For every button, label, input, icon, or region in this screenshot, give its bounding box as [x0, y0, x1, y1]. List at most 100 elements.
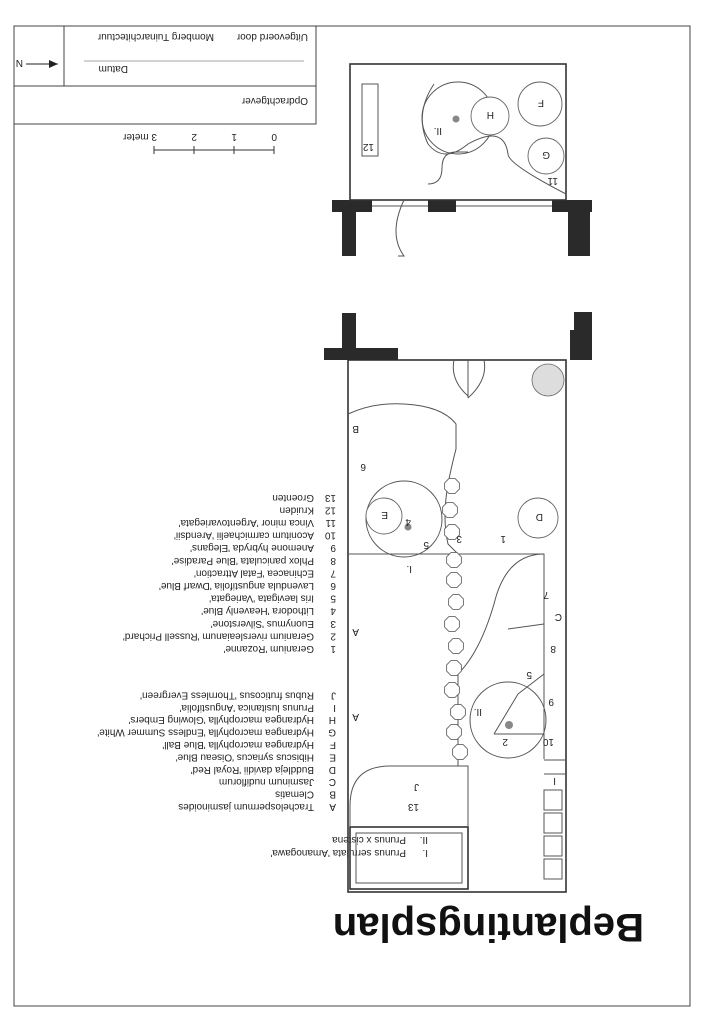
plan-label: 4: [405, 516, 411, 527]
legend-name: Prunus lusitanica 'Angustifolia': [179, 702, 314, 713]
plan-label: G: [542, 149, 550, 160]
plan-label: A: [352, 711, 359, 722]
stepping-stone: [446, 572, 462, 588]
legend-name: Groenten: [272, 492, 314, 503]
legend-name: Phlox paniculata 'Blue Paradise': [172, 555, 314, 566]
plan-label: I: [553, 775, 556, 786]
legend-name: Lithodora 'Heavenly Blue': [201, 605, 314, 616]
legend-tree-name: Prunus x cistena: [332, 834, 406, 845]
legend-name: Aconitum carmichaelii 'Arendsii': [174, 530, 314, 541]
plan-label: C: [555, 611, 562, 622]
scale-tick-3: 3 meter: [122, 131, 157, 142]
plan-label: 10: [542, 736, 554, 747]
stepping-stone: [444, 616, 460, 632]
plan-label: H: [487, 109, 494, 120]
plan-label: D: [536, 511, 543, 522]
legend-name: Jasminum nudiflorum: [219, 776, 314, 787]
stepping-stone: [450, 704, 466, 720]
legend-code: F: [330, 739, 336, 750]
plan-label: A: [352, 626, 359, 637]
legend-tree-code: II.: [420, 834, 428, 845]
stepping-stone: [446, 552, 462, 568]
plan-label: 2: [502, 736, 508, 747]
north-arrow-icon: [26, 60, 58, 68]
plan-label: 13: [407, 801, 419, 812]
legend-name: Rubus fruticosus 'Thornless Evergreen': [140, 689, 314, 700]
stepping-stone: [444, 478, 460, 494]
plan-label: E: [381, 509, 388, 520]
legend-code: 7: [330, 567, 336, 578]
plan-label: II.: [434, 125, 442, 136]
plan-label: J: [414, 781, 419, 792]
legend-code: 8: [330, 555, 336, 566]
stepping-stones: [442, 478, 468, 760]
legend-code: H: [329, 714, 336, 725]
title-block: Opdrachtgever Datum Uitgevoerd door Momb…: [13, 25, 317, 125]
plan-label: B: [352, 423, 359, 434]
legend-name: Euonymus 'Silverstone': [211, 618, 314, 629]
legend-code: E: [329, 751, 336, 762]
legend-perennials: 1 Geranium 'Rozanne' 2 Geranium riversleaia…: [123, 492, 336, 654]
stepping-stone: [446, 660, 462, 676]
legend-name: Buddleja davidii 'Royal Red': [191, 764, 314, 775]
plan-label: 11: [547, 175, 558, 186]
legend-name: Echinacea 'Fatal Attraction': [194, 567, 314, 578]
legend-name: Hibiscus syriacus 'Oiseau Blue': [176, 751, 314, 762]
legend-code: C: [329, 776, 336, 787]
legend-code: B: [329, 789, 336, 800]
legend-name: Geranium 'Rozanne': [223, 643, 314, 654]
legend-code: G: [328, 727, 336, 738]
legend-code: A: [329, 801, 336, 812]
plan-labels: 13 J I 10 2 II. 9 5 8 C 7 A A I. 5 3 1 D…: [352, 97, 562, 812]
legend-code: 5: [330, 593, 336, 604]
legend-code: 2: [330, 630, 336, 641]
plan-label: F: [538, 97, 544, 108]
legend-code: 6: [330, 580, 336, 591]
legend-code: 3: [330, 618, 336, 629]
scale-tick-2: 2: [191, 131, 197, 142]
legend-name: Vinca minor 'Argentovariegata': [179, 517, 314, 528]
plan-label: 1: [500, 533, 506, 544]
plan-label: 7: [543, 589, 549, 600]
plan-label: 9: [548, 696, 554, 707]
scale-tick-0: 0: [271, 131, 277, 142]
legend-code: 1: [330, 643, 336, 654]
legend-code: 4: [330, 605, 336, 616]
made-by-label: Uitgevoerd door: [236, 31, 308, 42]
plan-title: Beplantingsplan: [333, 905, 644, 949]
stepping-stone: [448, 638, 464, 654]
date-label: Datum: [99, 63, 128, 74]
legend-name: Clematis: [275, 789, 314, 800]
plan-label: II.: [474, 706, 482, 717]
legend-code: J: [331, 689, 336, 700]
legend-tree-name: Prunus serrulata 'Amanogawa': [270, 847, 406, 858]
stepping-stone: [444, 682, 460, 698]
plan-label: 5: [526, 669, 532, 680]
legend-name: Kruiden: [280, 504, 314, 515]
main-garden-plan: [324, 312, 592, 893]
firm-name: Momberg Tuinarchitectuur: [97, 31, 214, 42]
legend-name: Hydrangea macrophylla 'Endless Summer Wh…: [97, 727, 314, 738]
legend-name: Lavendula angustifolia 'Dwarf Blue': [159, 580, 314, 591]
legend-code: 11: [325, 517, 336, 528]
stepping-stone: [446, 724, 462, 740]
legend-code: 10: [324, 530, 336, 541]
plan-label: 6: [360, 461, 366, 472]
legend-tree-code: I.: [422, 847, 428, 858]
legend-trees: I. Prunus serrulata 'Amanogawa' II. Prun…: [270, 834, 428, 858]
stepping-stone: [444, 524, 460, 540]
tree-circle: [469, 681, 547, 759]
legend-name: Hydrangea macrophylla 'Glowing Embers': [128, 714, 314, 725]
plan-label: 8: [550, 643, 556, 654]
legend-name: Geranium riversleaianum 'Russell Prichar…: [123, 630, 314, 641]
client-label: Opdrachtgever: [241, 95, 308, 106]
north-label: N: [16, 57, 23, 68]
legend-code: 13: [324, 492, 336, 503]
front-garden-plan: [332, 63, 592, 257]
legend-code: 9: [330, 542, 336, 553]
plan-label: 5: [423, 539, 429, 550]
plan-label: 12: [362, 141, 374, 152]
stepping-stone: [448, 594, 464, 610]
